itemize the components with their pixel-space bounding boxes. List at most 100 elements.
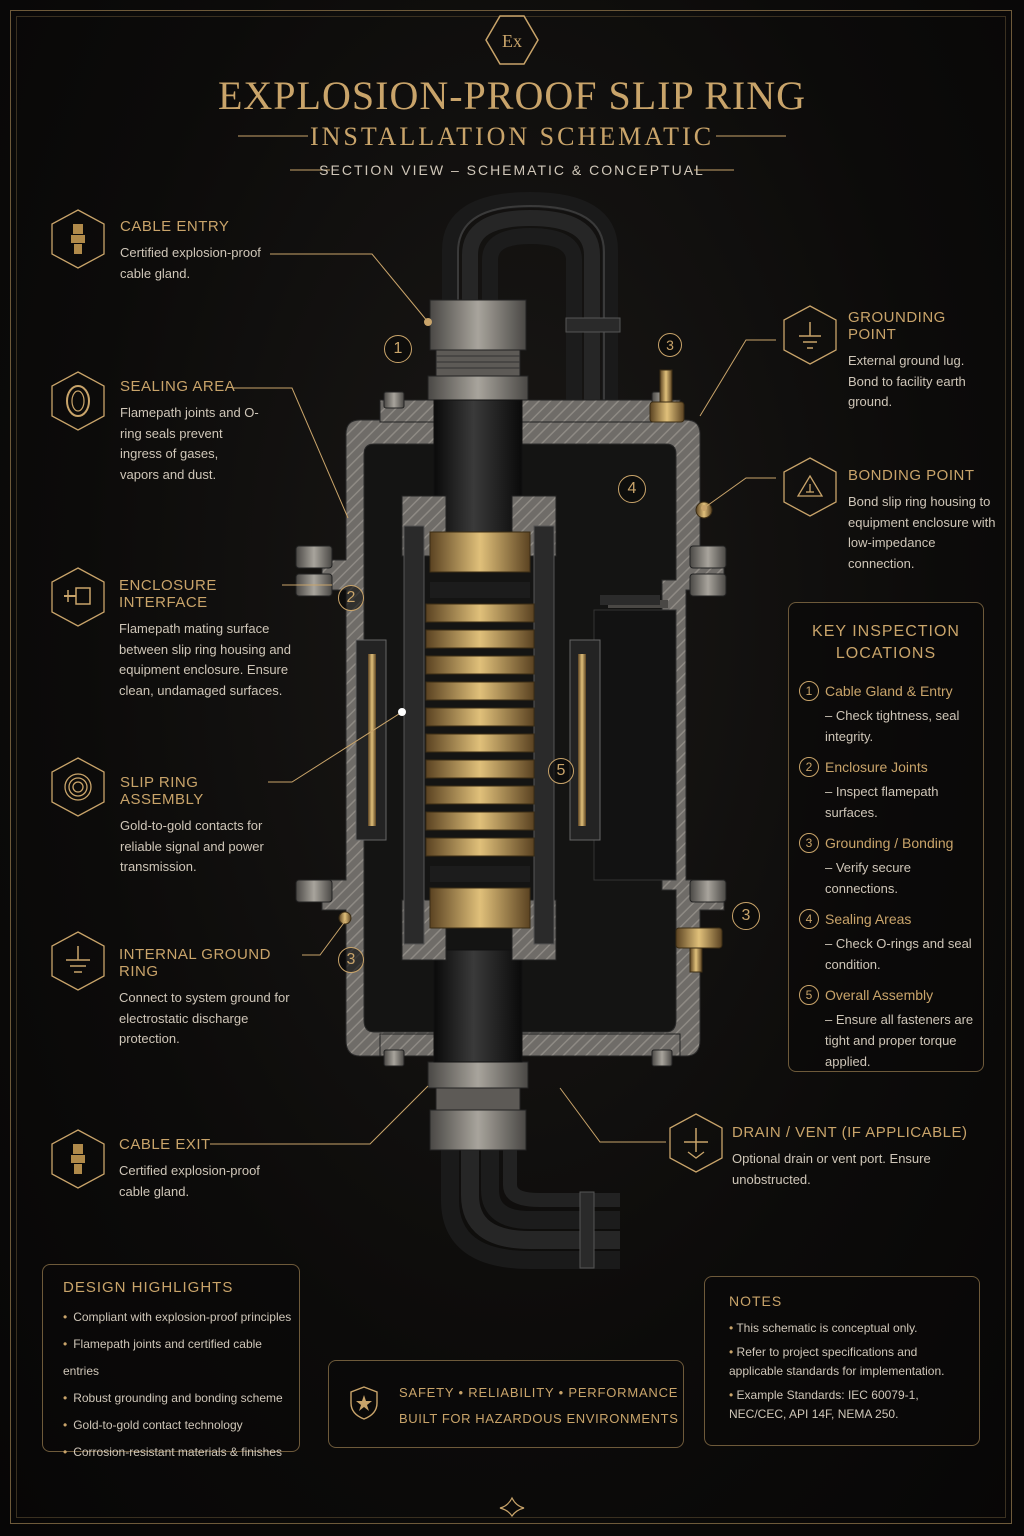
inspection-label: Grounding / Bonding — [825, 835, 954, 851]
note-item: • This schematic is conceptual only. — [729, 1321, 918, 1335]
section-label: SECTION VIEW – SCHEMATIC & CONCEPTUAL — [319, 162, 705, 178]
callout-desc: Flamepath mating surface between slip ri… — [119, 621, 292, 698]
inspection-label: Overall Assembly — [825, 987, 934, 1003]
bottom-ornament-icon — [499, 1496, 525, 1518]
callout-title: GROUNDING POINT — [848, 309, 946, 343]
badge-4: 4 — [618, 475, 646, 503]
highlight-item: Gold-to-gold contact technology — [63, 1412, 299, 1439]
badge-2: 2 — [338, 585, 364, 611]
flange-bolts — [295, 391, 727, 1067]
callout-title: SLIP RING ASSEMBLY — [120, 774, 204, 808]
callout-title: INTERNAL GROUND RING — [119, 946, 271, 980]
callout-desc: Optional drain or vent port. Ensure unob… — [732, 1151, 931, 1187]
inspection-desc: – Check O-rings and seal condition. — [825, 936, 972, 972]
inspection-item: 5 Overall Assembly – Ensure all fasteners… — [799, 985, 983, 1072]
callout-slip-ring-assembly: SLIP RING ASSEMBLY Gold-to-gold contacts… — [120, 774, 280, 878]
callout-title: CABLE EXIT — [119, 1136, 211, 1153]
inspection-title: KEY INSPECTION LOCATIONS — [789, 621, 983, 665]
highlights-title: DESIGN HIGHLIGHTS — [63, 1279, 234, 1296]
tagline-line1: SAFETY • RELIABILITY • PERFORMANCE — [399, 1385, 679, 1400]
ground-ring-icon — [51, 931, 105, 991]
ex-logo-text: Ex — [502, 31, 522, 51]
callout-desc: Gold-to-gold contacts for reliable signa… — [120, 818, 264, 874]
o-ring-icon — [51, 371, 105, 431]
callout-desc: External ground lug. Bond to facility ea… — [848, 353, 966, 409]
shield-icon — [350, 1386, 378, 1420]
callout-cable-exit: CABLE EXIT Certified explosion-proof cab… — [119, 1136, 289, 1202]
callout-desc: Certified explosion-proof cable gland. — [119, 1163, 260, 1199]
leader-lines — [210, 253, 776, 1145]
slip-ring-icon — [51, 757, 105, 817]
top-cable-gland — [427, 299, 529, 403]
inspection-label: Cable Gland & Entry — [825, 683, 953, 699]
badge-3-left: 3 — [338, 947, 364, 973]
callout-drain-vent: DRAIN / VENT (IF APPLICABLE) Optional dr… — [732, 1124, 972, 1190]
note-text: This schematic is conceptual only. — [736, 1321, 918, 1335]
badge-3-top: 3 — [658, 333, 682, 357]
notes-panel: NOTES • This schematic is conceptual onl… — [704, 1276, 980, 1446]
callout-grounding-point: GROUNDING POINT External ground lug. Bon… — [848, 309, 998, 413]
callout-title: DRAIN / VENT (IF APPLICABLE) — [732, 1124, 968, 1141]
key-inspection-panel: KEY INSPECTION LOCATIONS 1 Cable Gland & … — [788, 602, 984, 1072]
inspection-desc: – Inspect flamepath surfaces. — [825, 784, 939, 820]
note-text: Refer to project specifications and appl… — [729, 1345, 945, 1378]
inspection-number: 3 — [799, 833, 819, 853]
callout-desc: Flamepath joints and O-ring seals preven… — [120, 405, 259, 482]
inspection-label: Enclosure Joints — [825, 759, 928, 775]
callout-title: ENCLOSURE INTERFACE — [119, 577, 217, 611]
callout-desc: Connect to system ground for electrostat… — [119, 990, 290, 1046]
highlight-item: Compliant with explosion-proof principle… — [63, 1304, 299, 1331]
external-ground-lug — [649, 369, 723, 973]
inspection-number: 1 — [799, 681, 819, 701]
top-cable-bundle — [442, 191, 618, 408]
inspection-item: 4 Sealing Areas – Check O-rings and seal … — [799, 909, 983, 975]
inspection-desc: – Ensure all fasteners are tight and pro… — [825, 1012, 974, 1069]
badge-1: 1 — [384, 335, 412, 363]
notes-title: NOTES — [729, 1293, 783, 1309]
tagline-panel: SAFETY • RELIABILITY • PERFORMANCE BUILT… — [328, 1360, 684, 1448]
enclosure-interface-icon — [51, 567, 105, 627]
inspection-label: Sealing Areas — [825, 911, 912, 927]
inspection-item: 3 Grounding / Bonding – Verify secure con… — [799, 833, 983, 899]
slip-ring-stack — [425, 531, 535, 929]
callout-bonding-point: BONDING POINT Bond slip ring housing to … — [848, 467, 998, 574]
badge-5: 5 — [548, 758, 574, 784]
inspection-item: 2 Enclosure Joints – Inspect flamepath su… — [799, 757, 983, 823]
callout-cable-entry: CABLE ENTRY Certified explosion-proof ca… — [120, 218, 290, 284]
inspection-title-line2: LOCATIONS — [835, 645, 937, 662]
callout-desc: Bond slip ring housing to equipment encl… — [848, 494, 996, 571]
badge-3-right: 3 — [732, 902, 760, 930]
page-subtitle: INSTALLATION SCHEMATIC — [309, 122, 715, 151]
callout-title: SEALING AREA — [120, 378, 236, 395]
callout-title: CABLE ENTRY — [120, 218, 230, 235]
note-text: Example Standards: IEC 60079-1, NEC/CEC,… — [729, 1388, 919, 1421]
callout-internal-ground-ring: INTERNAL GROUND RING Connect to system g… — [119, 946, 309, 1050]
note-item: • Refer to project specifications and ap… — [729, 1345, 945, 1378]
highlight-item: Robust grounding and bonding scheme — [63, 1385, 299, 1412]
cable-exit-gland-icon — [51, 1129, 105, 1189]
inspection-desc: – Verify secure connections. — [825, 860, 911, 896]
inspection-title-line1: KEY INSPECTION — [812, 623, 960, 640]
drain-vent-icon — [669, 1113, 723, 1173]
subtitle-rules — [238, 135, 786, 171]
bottom-cable-bundle — [441, 1140, 620, 1269]
inspection-number: 5 — [799, 985, 819, 1005]
callout-title: BONDING POINT — [848, 467, 975, 484]
highlight-item: Corrosion-resistant materials & finishes — [63, 1439, 299, 1466]
bonding-symbol-icon — [783, 457, 837, 517]
inspection-number: 2 — [799, 757, 819, 777]
inspection-desc: – Check tightness, seal integrity. — [825, 708, 960, 744]
inspection-number: 4 — [799, 909, 819, 929]
inspection-item: 1 Cable Gland & Entry – Check tightness, … — [799, 681, 983, 747]
page-title: EXPLOSION-PROOF SLIP RING — [217, 73, 807, 118]
ground-symbol-icon — [783, 305, 837, 365]
note-item: • Example Standards: IEC 60079-1, NEC/CE… — [729, 1388, 919, 1421]
tagline-line2: BUILT FOR HAZARDOUS ENVIRONMENTS — [399, 1411, 679, 1426]
callout-desc: Certified explosion-proof cable gland. — [120, 245, 261, 281]
callout-sealing-area: SEALING AREA Flamepath joints and O-ring… — [120, 378, 260, 485]
ex-logo-icon: Ex — [485, 15, 539, 65]
bottom-cable-gland — [427, 1061, 529, 1151]
highlight-item: Flamepath joints and certified cable ent… — [63, 1331, 299, 1385]
cable-gland-icon — [51, 209, 105, 269]
